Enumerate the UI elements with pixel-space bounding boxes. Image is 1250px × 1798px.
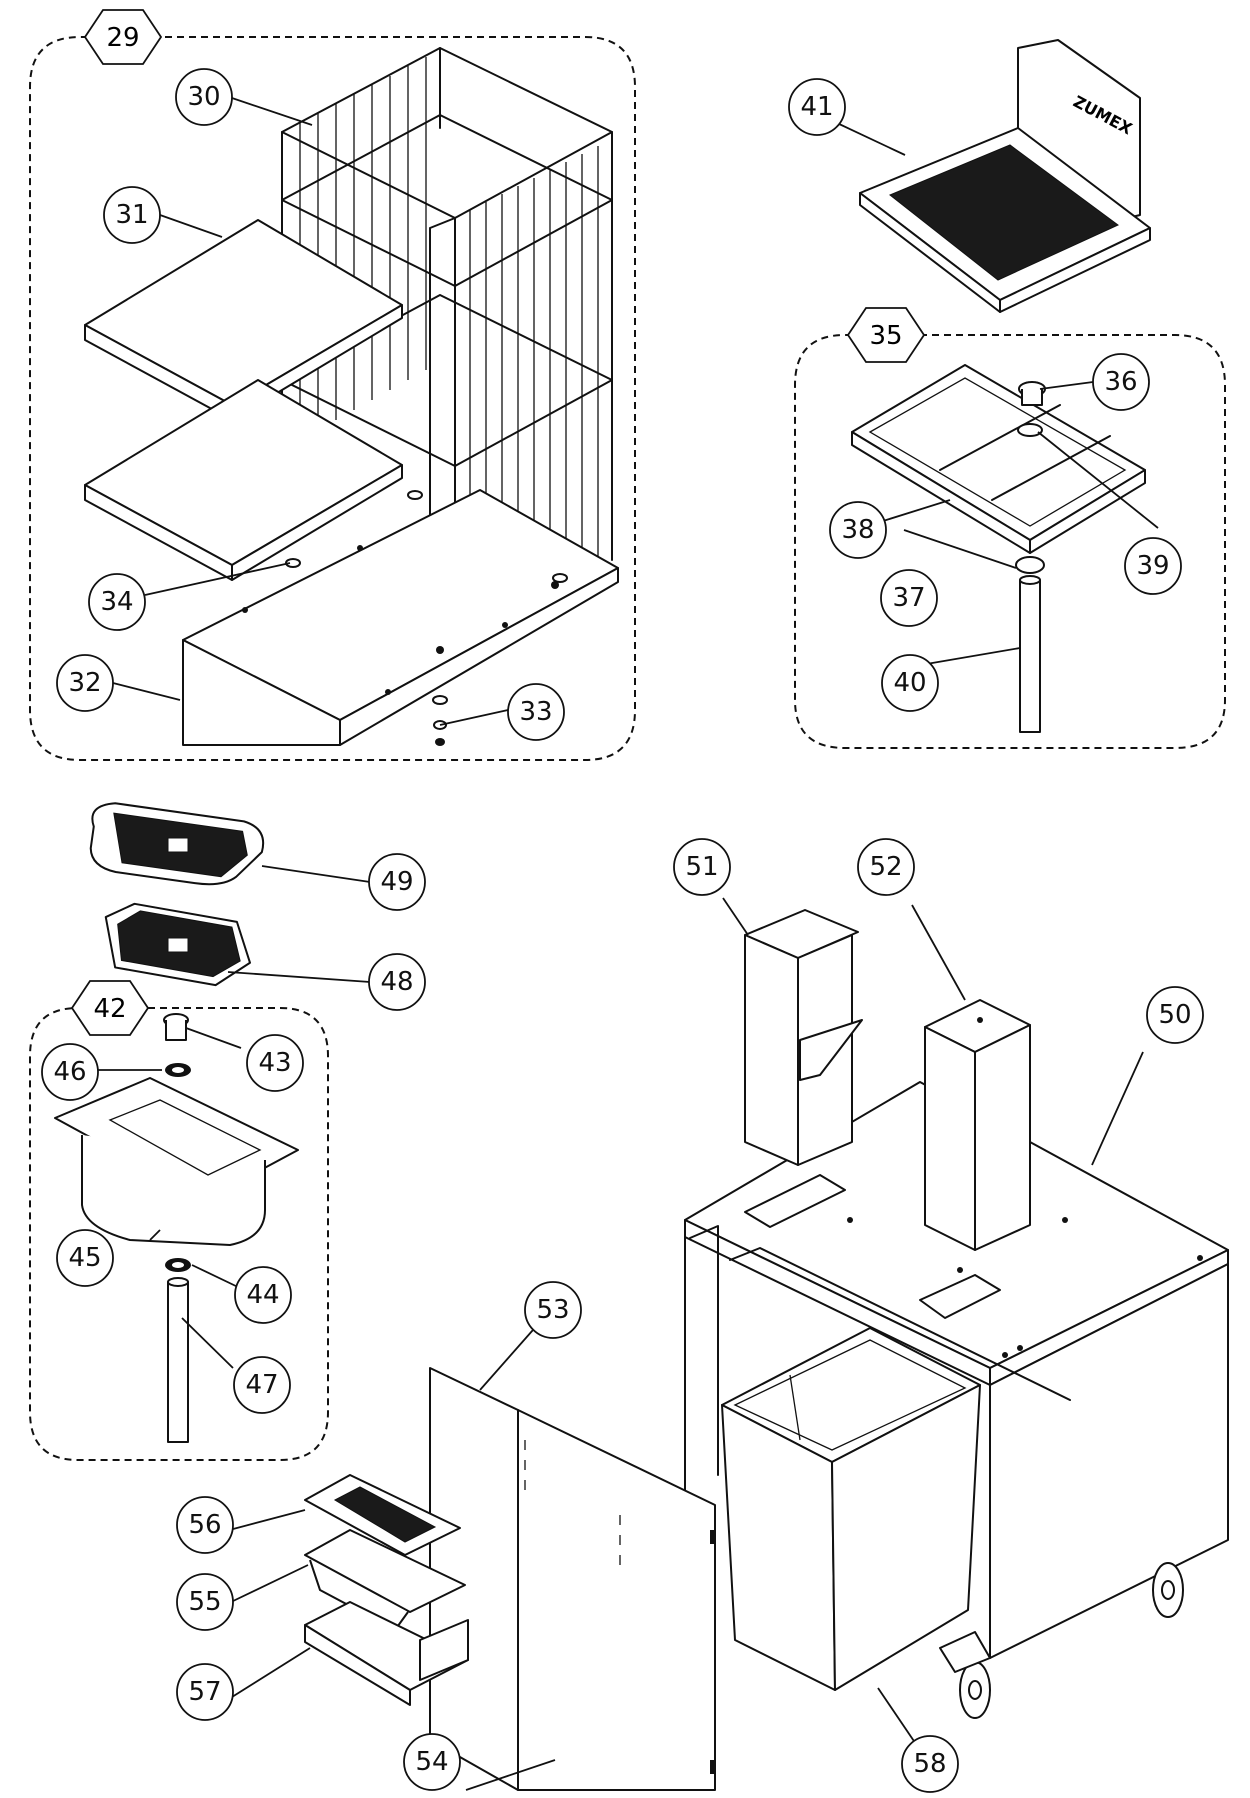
callout-58: 58 bbox=[901, 1735, 959, 1793]
callout-46: 46 bbox=[41, 1043, 99, 1101]
callout-50: 50 bbox=[1146, 986, 1204, 1044]
callout-47: 47 bbox=[233, 1356, 291, 1414]
callout-40: 40 bbox=[881, 654, 939, 712]
callout-43: 43 bbox=[246, 1034, 304, 1092]
svg-text:41: 41 bbox=[800, 92, 833, 122]
callout-31: 31 bbox=[103, 186, 161, 244]
group-tag-35: 35 bbox=[846, 307, 926, 363]
svg-text:54: 54 bbox=[415, 1747, 448, 1777]
chute-51 bbox=[744, 909, 863, 1166]
svg-text:40: 40 bbox=[893, 668, 926, 698]
callout-41: 41 bbox=[788, 78, 846, 136]
svg-text:46: 46 bbox=[53, 1057, 86, 1087]
shelf-panels bbox=[84, 219, 403, 581]
svg-text:36: 36 bbox=[1104, 367, 1137, 397]
svg-text:55: 55 bbox=[188, 1587, 221, 1617]
svg-text:37: 37 bbox=[892, 583, 925, 613]
svg-text:44: 44 bbox=[246, 1280, 279, 1310]
callout-32: 32 bbox=[56, 654, 114, 712]
svg-text:38: 38 bbox=[841, 515, 874, 545]
svg-text:49: 49 bbox=[380, 867, 413, 897]
svg-text:48: 48 bbox=[380, 967, 413, 997]
callout-30: 30 bbox=[175, 68, 233, 126]
svg-text:32: 32 bbox=[68, 668, 101, 698]
group-35-boundary bbox=[794, 334, 1226, 749]
group-label-29: 29 bbox=[106, 23, 139, 53]
callout-51: 51 bbox=[673, 838, 731, 896]
callout-53: 53 bbox=[524, 1281, 582, 1339]
group-tag-42: 42 bbox=[70, 980, 150, 1036]
callout-57: 57 bbox=[176, 1663, 234, 1721]
callout-38: 38 bbox=[829, 501, 887, 559]
tray-assembly-35 bbox=[851, 364, 1146, 733]
callout-34: 34 bbox=[88, 573, 146, 631]
group-label-35: 35 bbox=[869, 321, 902, 351]
group-42-boundary bbox=[29, 1007, 329, 1461]
drip-tray-with-splash: ZUMEX bbox=[859, 39, 1151, 313]
callout-52: 52 bbox=[857, 838, 915, 896]
svg-text:45: 45 bbox=[68, 1243, 101, 1273]
chute-52 bbox=[924, 999, 1031, 1251]
callout-44: 44 bbox=[234, 1266, 292, 1324]
callout-55: 55 bbox=[176, 1573, 234, 1631]
svg-text:53: 53 bbox=[536, 1295, 569, 1325]
container-assembly-42 bbox=[54, 1013, 299, 1443]
svg-text:52: 52 bbox=[869, 852, 902, 882]
waste-bin-58 bbox=[721, 1327, 981, 1691]
svg-text:39: 39 bbox=[1136, 551, 1169, 581]
callout-56: 56 bbox=[176, 1496, 234, 1554]
svg-text:34: 34 bbox=[100, 587, 133, 617]
angled-base bbox=[182, 489, 619, 746]
callout-54: 54 bbox=[403, 1733, 461, 1791]
group-tag-29: 29 bbox=[83, 9, 163, 65]
foot-fasteners bbox=[285, 490, 568, 746]
cabinet-doors bbox=[429, 1367, 716, 1791]
svg-text:56: 56 bbox=[188, 1510, 221, 1540]
callout-37: 37 bbox=[880, 569, 938, 627]
svg-text:31: 31 bbox=[115, 200, 148, 230]
callout-33: 33 bbox=[507, 683, 565, 741]
svg-text:51: 51 bbox=[685, 852, 718, 882]
callout-49: 49 bbox=[368, 853, 426, 911]
svg-text:43: 43 bbox=[258, 1048, 291, 1078]
callout-45: 45 bbox=[56, 1229, 114, 1287]
callout-48: 48 bbox=[368, 953, 426, 1011]
svg-text:33: 33 bbox=[519, 697, 552, 727]
svg-text:57: 57 bbox=[188, 1677, 221, 1707]
svg-text:47: 47 bbox=[245, 1370, 278, 1400]
svg-text:50: 50 bbox=[1158, 1000, 1191, 1030]
grid-tray-48 bbox=[104, 902, 252, 987]
oval-drip-tray-49 bbox=[89, 802, 265, 886]
leader-lines bbox=[95, 96, 1159, 1791]
svg-text:58: 58 bbox=[913, 1749, 946, 1779]
group-29-boundary bbox=[29, 36, 636, 761]
callout-39: 39 bbox=[1124, 537, 1182, 595]
caster-wheels bbox=[939, 1562, 1184, 1719]
group-label-42: 42 bbox=[93, 994, 126, 1024]
small-trays bbox=[304, 1474, 469, 1706]
svg-text:30: 30 bbox=[187, 82, 220, 112]
callout-36: 36 bbox=[1092, 353, 1150, 411]
